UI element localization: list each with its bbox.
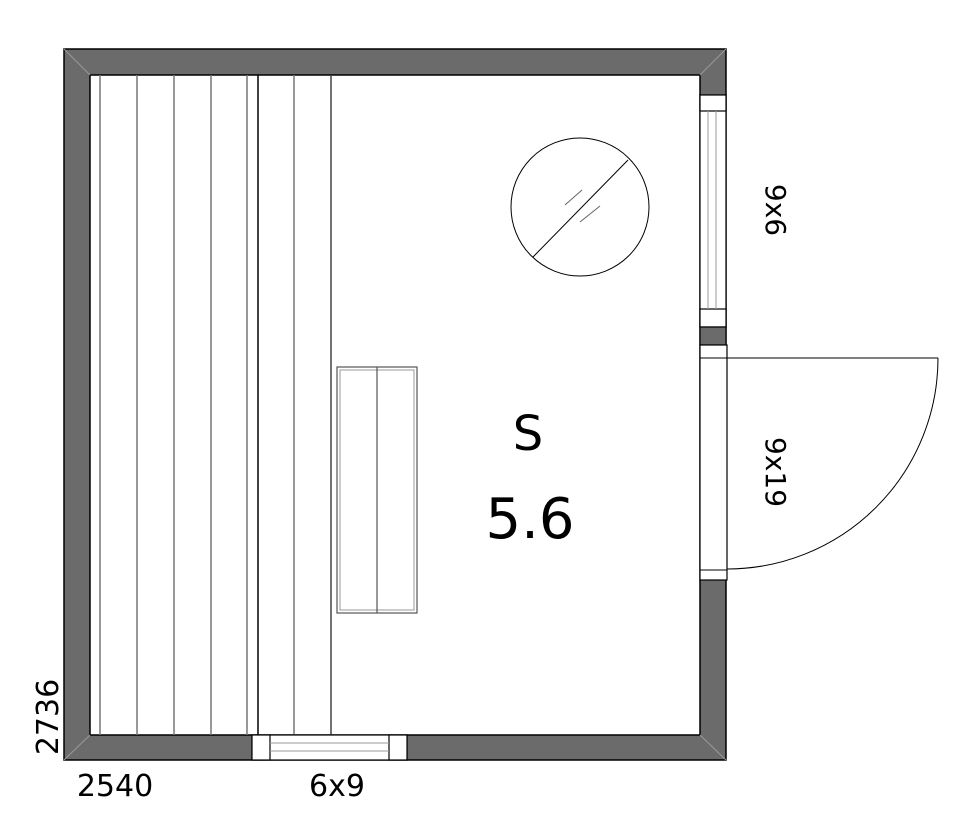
bottom-window (251, 734, 408, 761)
right-window (699, 94, 727, 346)
room-area: 5.6 (485, 487, 574, 552)
room-label: S (513, 406, 543, 462)
width-dimension: 2540 (77, 769, 153, 804)
round-fixture-icon (510, 137, 650, 277)
small-bench (336, 366, 418, 614)
door (699, 344, 939, 581)
bench-planks (99, 75, 332, 735)
bottom-window-label: 6x9 (309, 769, 365, 804)
depth-dimension: 2736 (31, 679, 66, 755)
right-window-label: 9x6 (759, 184, 792, 236)
door-label: 9x19 (759, 437, 792, 507)
